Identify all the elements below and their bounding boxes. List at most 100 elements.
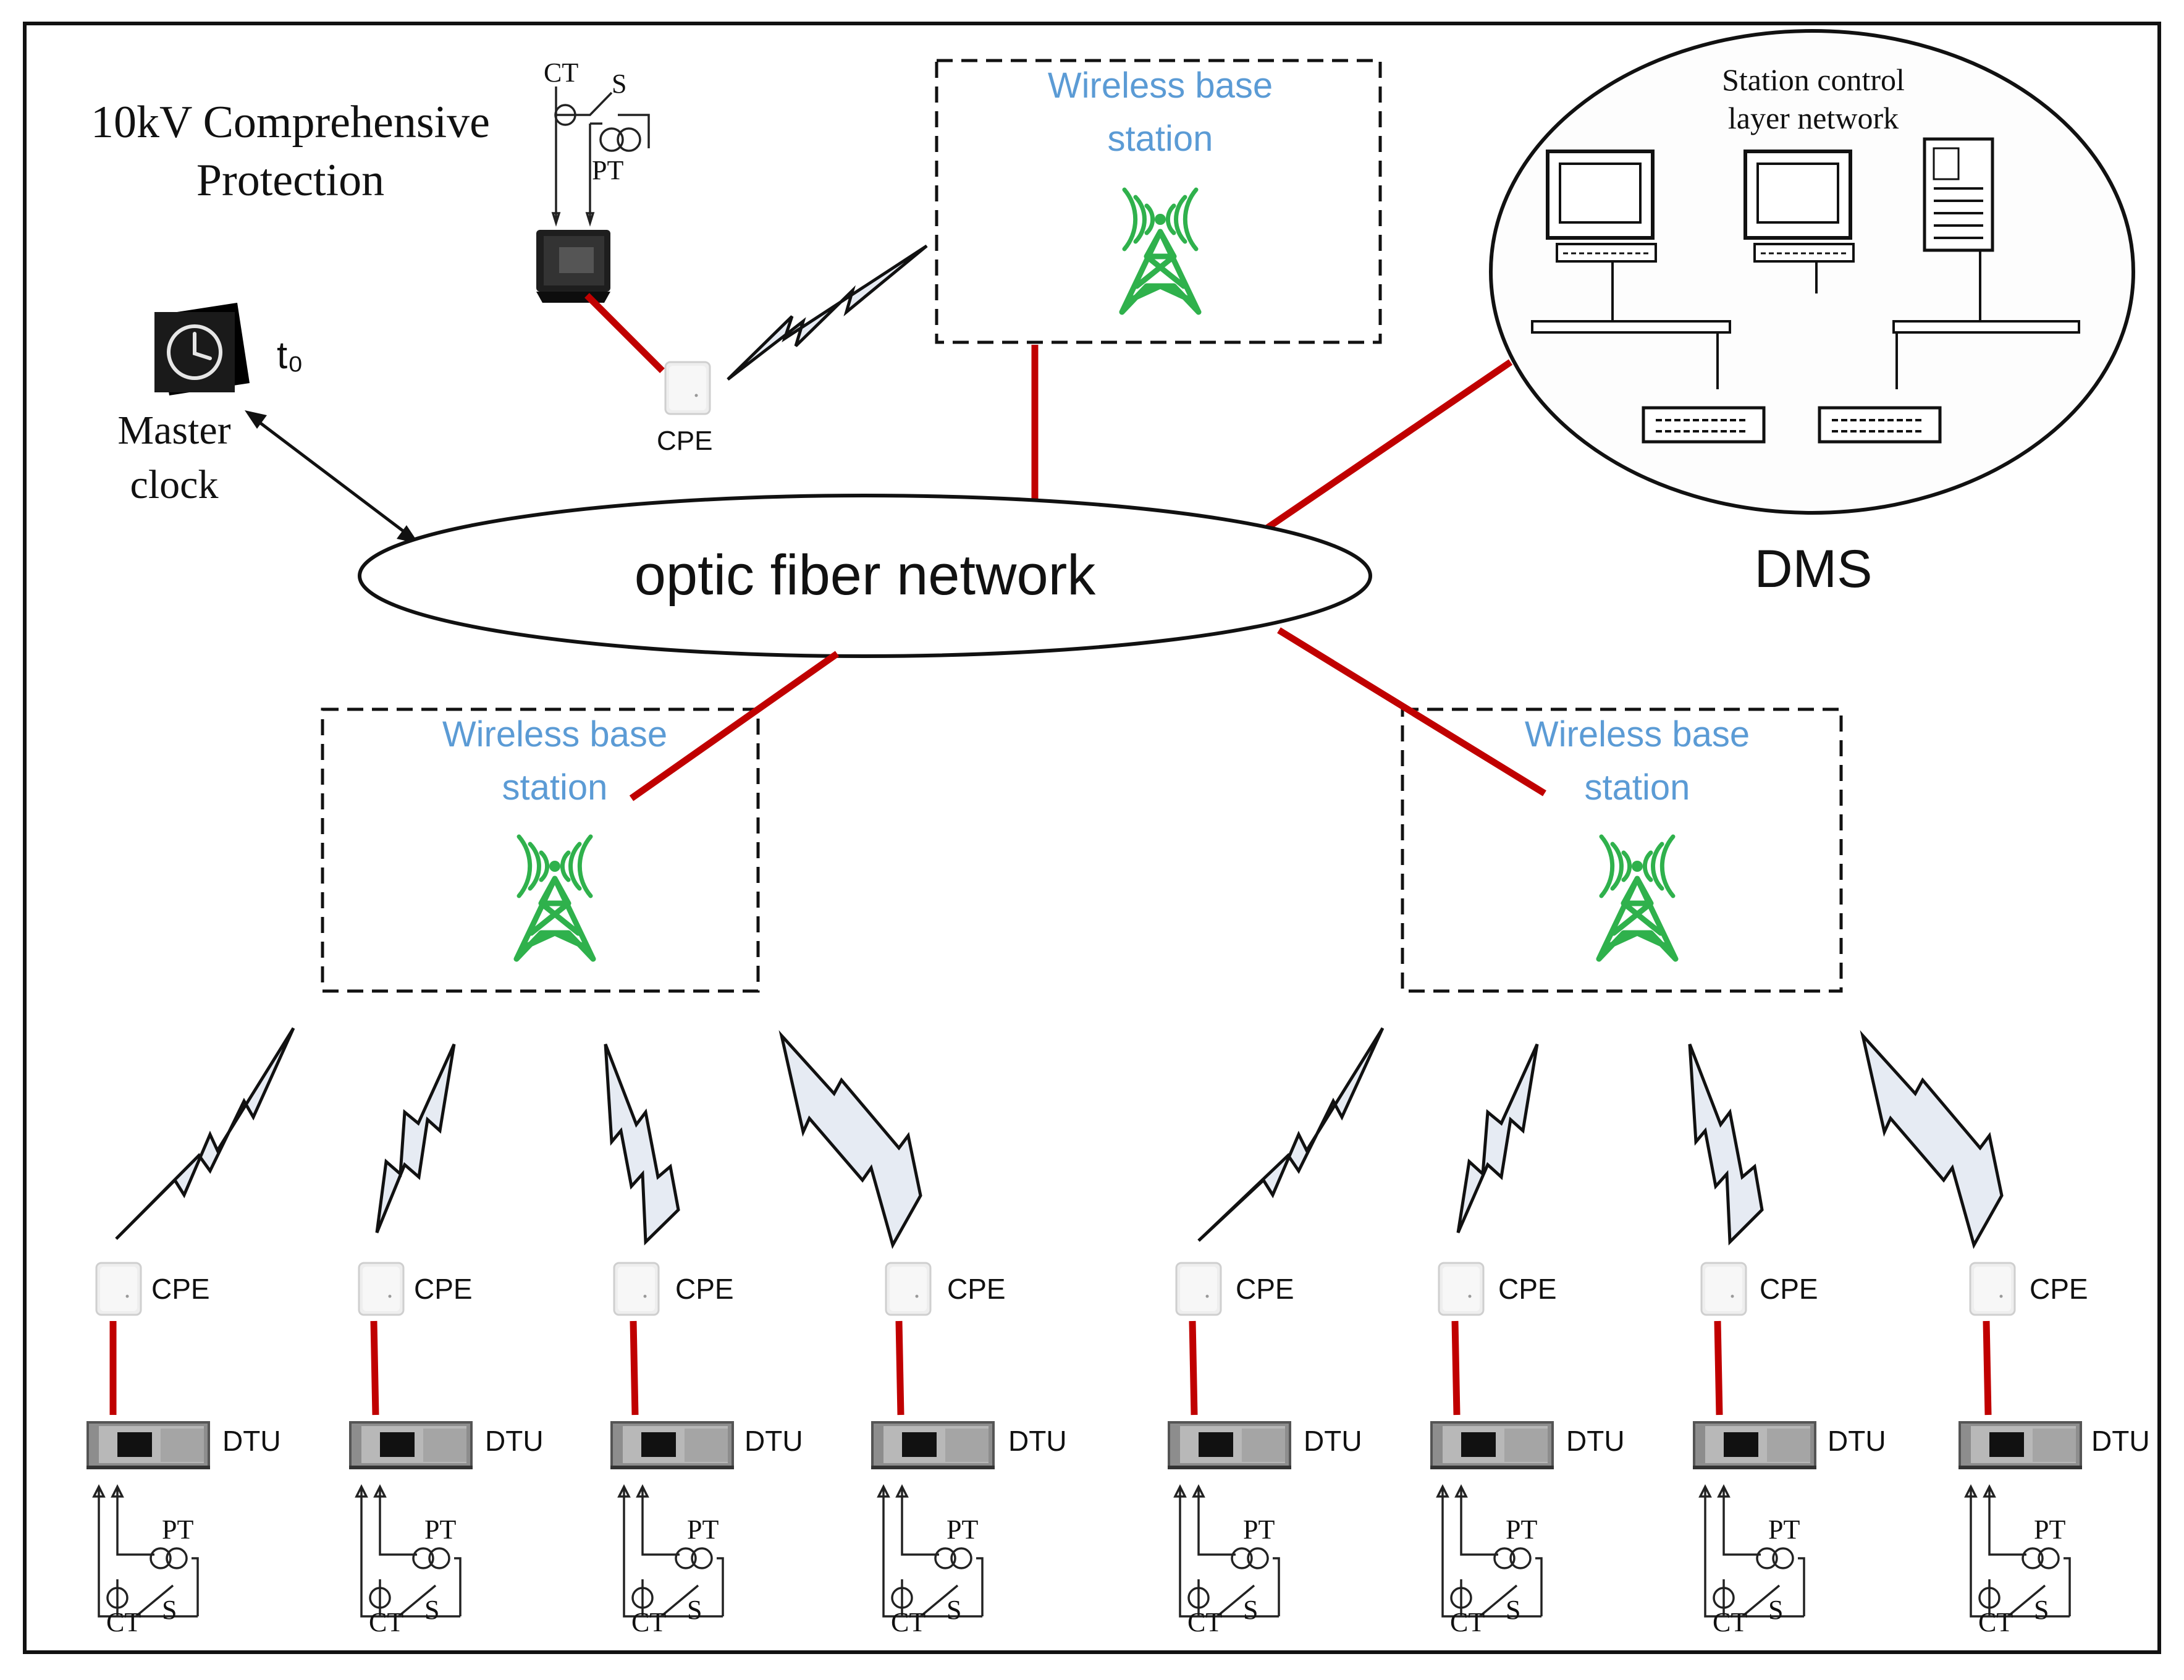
protection-title-line1: 10kV Comprehensive [91, 97, 490, 148]
wireless-link-icon-7 [1688, 1044, 1764, 1246]
cpe-label: CPE [1498, 1273, 1557, 1305]
master-clock-icon [154, 303, 250, 395]
master-clock-label-line1: Master [117, 408, 230, 453]
pt-label: PT [162, 1514, 193, 1545]
wireless-link-icon-4 [778, 1030, 922, 1249]
pt-label: PT [687, 1514, 719, 1545]
wireless-link-icon-3 [604, 1044, 680, 1246]
tower-icon-left [516, 837, 593, 959]
base-station-left-label-line1: Wireless base [442, 714, 667, 754]
ct-pt-wiring [877, 1485, 984, 1618]
s-label: S [162, 1595, 177, 1625]
workstation-1-icon [1546, 150, 1657, 321]
cpe-dtu-link [1451, 1320, 1461, 1416]
dtu-device [86, 1421, 210, 1469]
ct-label: CT [369, 1607, 403, 1637]
s-label: S [1768, 1595, 1783, 1625]
cpe-label: CPE [151, 1273, 210, 1305]
server-icon [1923, 137, 1994, 321]
tower-icon-right [1599, 837, 1676, 959]
optic-fiber-network-label: optic fiber network [635, 544, 1097, 607]
base-station-left-label-line2: station [502, 767, 608, 808]
base-station-top-label-line2: station [1108, 119, 1213, 159]
cpe-device [885, 1262, 932, 1316]
cpe-device [1700, 1262, 1747, 1316]
cpe-label: CPE [675, 1273, 734, 1305]
wireless-link-icon-2 [375, 1043, 456, 1233]
protection-pt-label: PT [592, 155, 623, 185]
dms-station-label-line1: Station control [1722, 62, 1905, 97]
cpe-device [1175, 1262, 1222, 1316]
field-unit-2: CPE DTU PT CT S [349, 1262, 544, 1637]
protection-cpe-device [664, 361, 711, 415]
s-label: S [424, 1595, 439, 1625]
master-clock-label-line2: clock [130, 462, 219, 507]
dms-label: DMS [1754, 539, 1872, 599]
cpe-dtu-link [1189, 1320, 1198, 1416]
protection-relay-device [536, 230, 610, 303]
switch-2-icon [1818, 406, 1942, 444]
ct-label: CT [1713, 1607, 1747, 1637]
cpe-dtu-link [630, 1320, 639, 1416]
ct-label: CT [631, 1607, 666, 1637]
base-station-top-label-line1: Wireless base [1048, 65, 1273, 106]
wireless-link-icon-1 [115, 1027, 295, 1240]
dms-station-control-network: Station control layer network [1489, 29, 2135, 515]
ct-pt-wiring [1699, 1485, 1805, 1618]
outer-frame [23, 22, 2161, 1654]
cpe-dtu-link [1983, 1320, 1992, 1416]
cpe-device [1438, 1262, 1485, 1316]
pt-label: PT [424, 1514, 456, 1545]
cpe-device [1969, 1262, 2016, 1316]
base-station-right-label-line2: station [1585, 767, 1690, 808]
base-station-box-right [1401, 707, 1843, 993]
field-unit-8: CPE DTU PT CT S [1958, 1262, 2150, 1637]
field-unit-1: CPE DTU PT CT S [86, 1262, 281, 1637]
right-station-fiber-link [1277, 627, 1546, 796]
cpe-label: CPE [414, 1273, 473, 1305]
bus-bar-left [1531, 320, 1731, 334]
cpe-dtu-link [895, 1320, 904, 1416]
base-station-right-label-line1: Wireless base [1525, 714, 1750, 754]
ct-label: CT [106, 1607, 141, 1637]
dms-fiber-link [1258, 359, 1513, 536]
dtu-label: DTU [222, 1425, 281, 1457]
switch-1-icon [1642, 406, 1766, 444]
dtu-label: DTU [1304, 1425, 1362, 1457]
s-label: S [1506, 1595, 1520, 1625]
cpe-label: CPE [1760, 1273, 1818, 1305]
pt-label: PT [947, 1514, 978, 1545]
dtu-label: DTU [1008, 1425, 1067, 1457]
pt-label: PT [1768, 1514, 1800, 1545]
base-station-box-top [935, 59, 1382, 344]
s-label: S [687, 1595, 702, 1625]
ct-label: CT [1450, 1607, 1485, 1637]
ct-pt-wiring [1174, 1485, 1280, 1618]
protection-cpe-label: CPE [657, 426, 712, 456]
protection-wireless-link-icon [727, 244, 928, 381]
ct-pt-wiring [618, 1485, 724, 1618]
dtu-label: DTU [2091, 1425, 2150, 1457]
cpe-dtu-link [370, 1320, 379, 1416]
cpe-label: CPE [2030, 1273, 2088, 1305]
field-unit-4: CPE DTU PT CT S [871, 1262, 1067, 1637]
protection-ct-label: CT [544, 57, 578, 88]
ct-label: CT [1978, 1607, 2013, 1637]
dtu-device [1430, 1421, 1554, 1469]
wireless-link-icon-5 [1197, 1027, 1385, 1242]
cpe-dtu-link [1714, 1320, 1723, 1416]
dms-station-label-line2: layer network [1728, 101, 1899, 135]
dtu-device [1693, 1421, 1816, 1469]
dtu-label: DTU [1828, 1425, 1886, 1457]
dtu-label: DTU [485, 1425, 544, 1457]
s-label: S [1243, 1595, 1258, 1625]
field-unit-5: CPE DTU PT CT S [1168, 1262, 1362, 1637]
dtu-label: DTU [1566, 1425, 1625, 1457]
ct-pt-wiring [1965, 1485, 2071, 1618]
dtu-device [349, 1421, 473, 1469]
field-unit-6: CPE DTU PT CT S [1430, 1262, 1625, 1637]
ct-pt-wiring [1436, 1485, 1543, 1618]
dtu-device [1958, 1421, 2082, 1469]
cpe-device [613, 1262, 660, 1316]
